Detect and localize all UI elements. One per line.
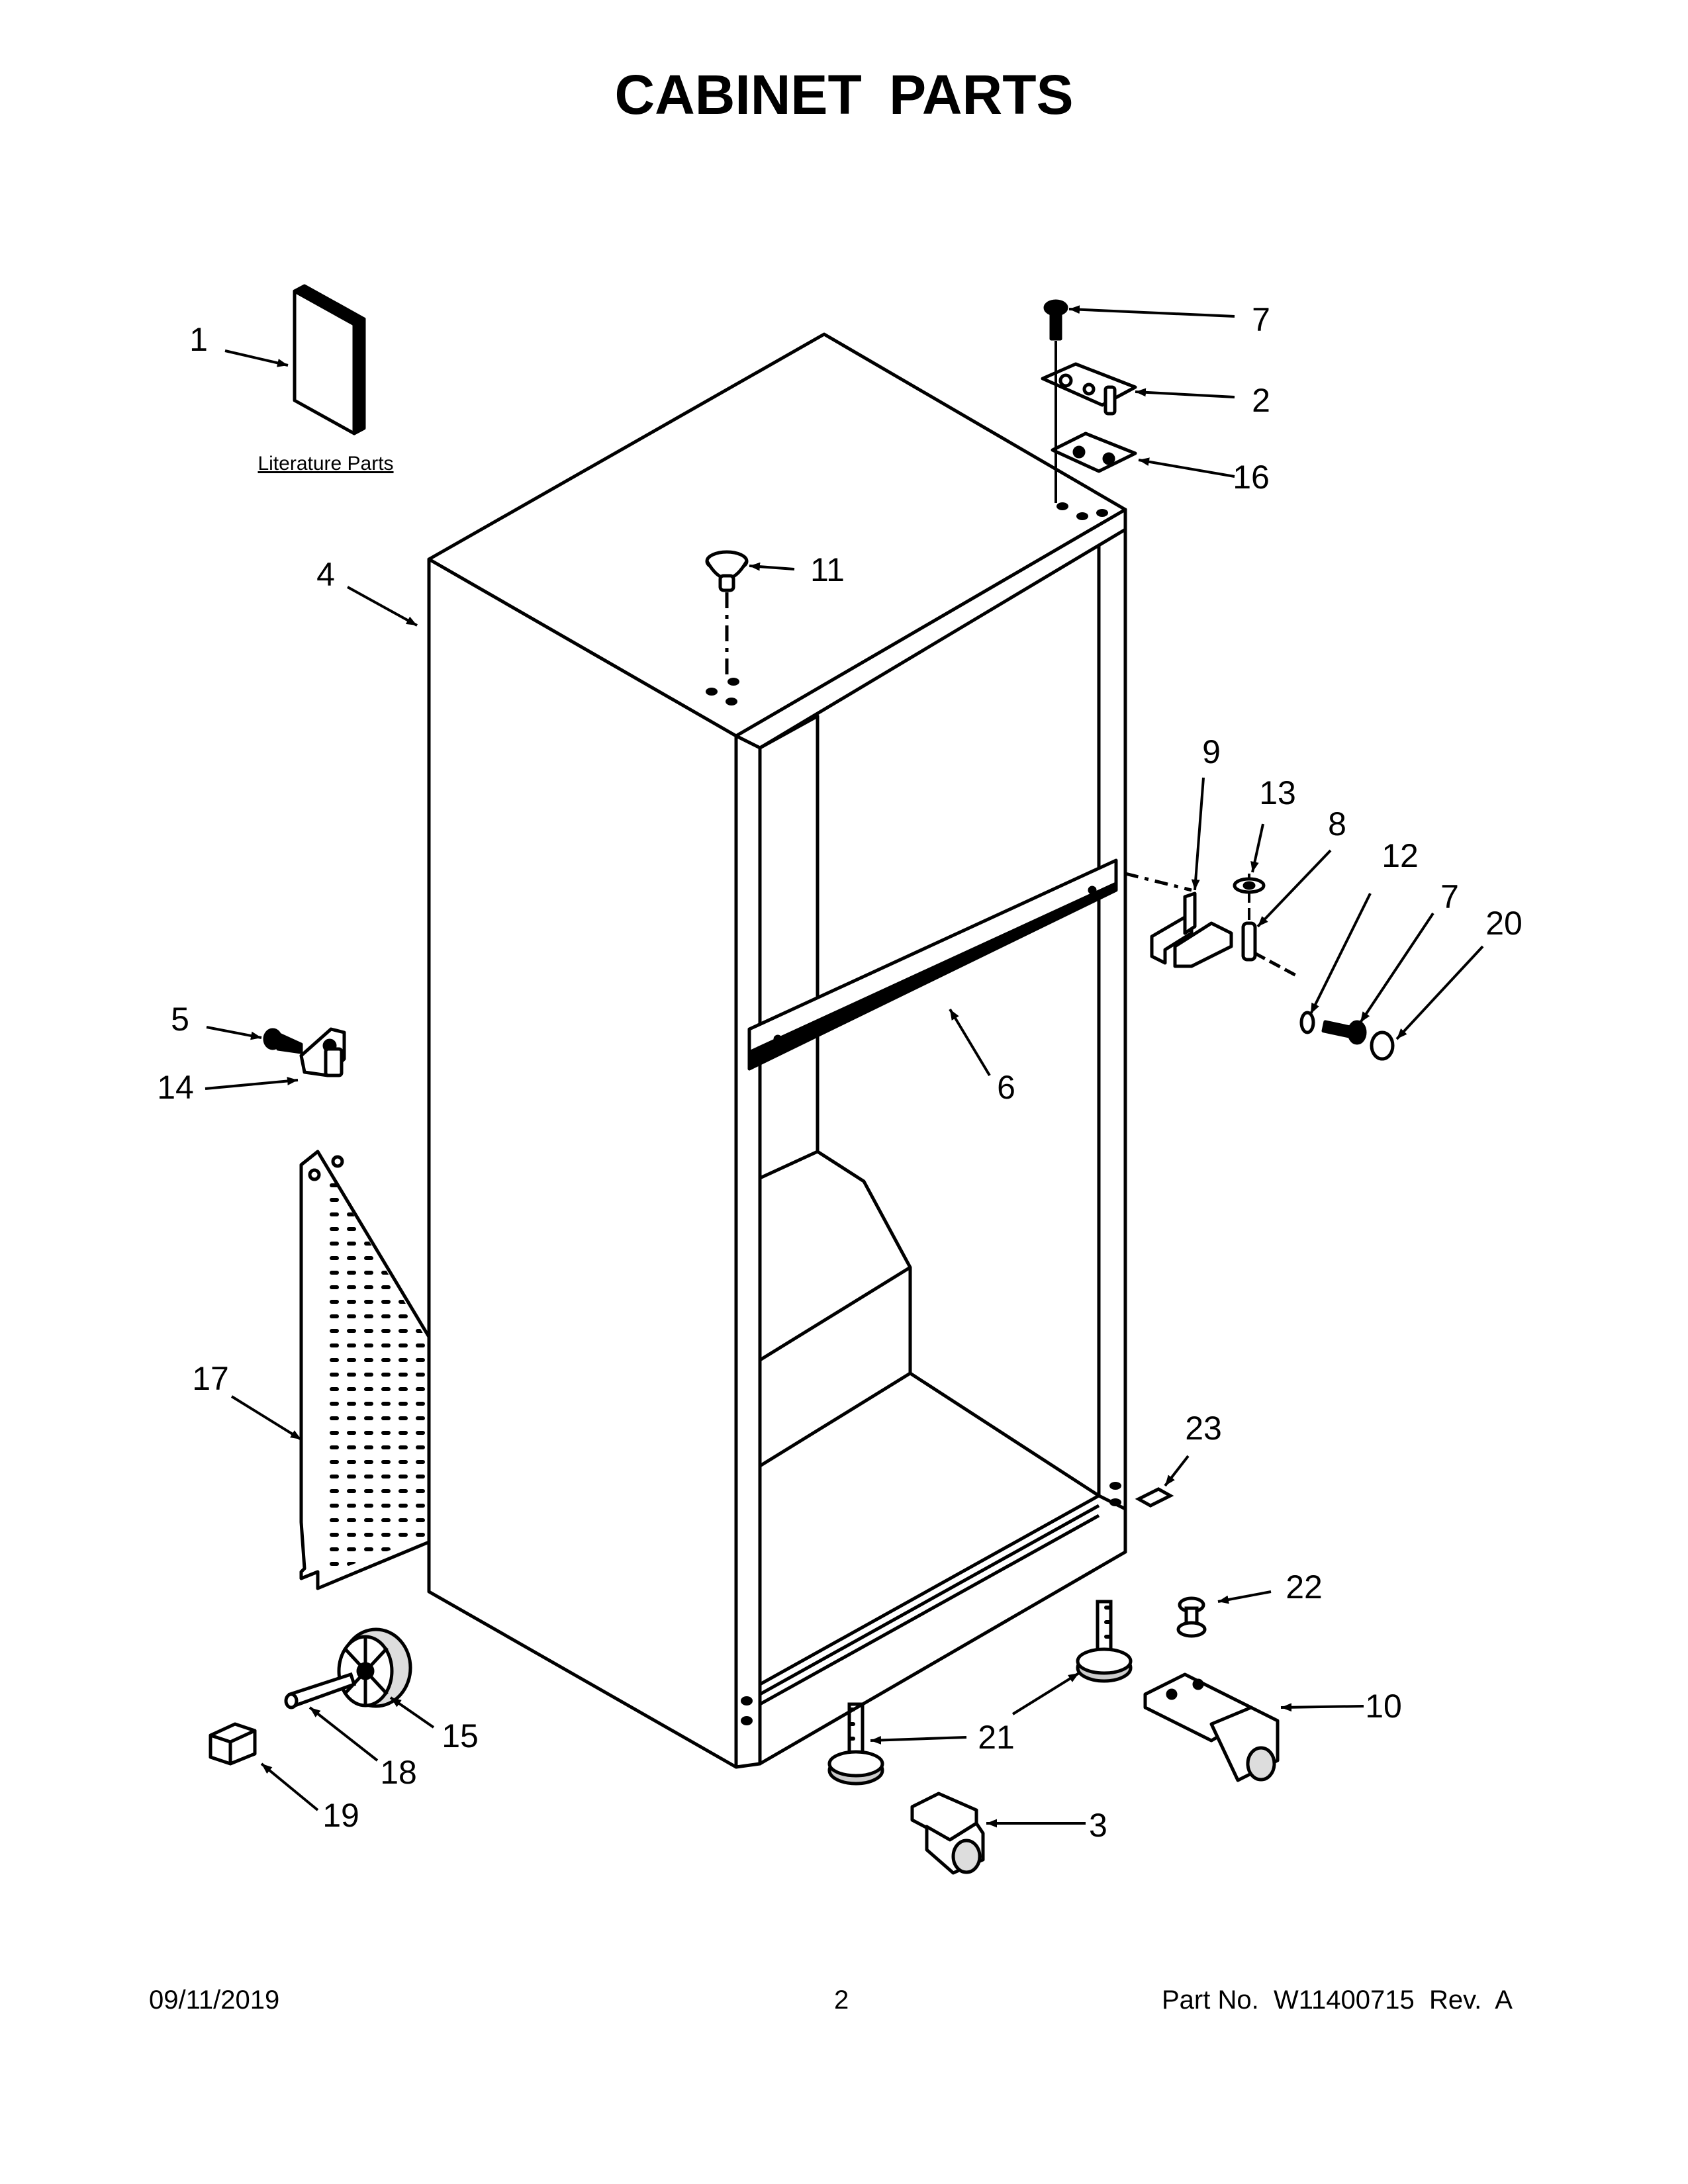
callout-15: 15 [442, 1717, 479, 1754]
callout-10: 10 [1365, 1688, 1402, 1725]
footer-rev-value: A [1495, 1985, 1513, 2015]
literature-book-part [293, 284, 366, 435]
center-rail-part [747, 858, 1118, 1071]
leveling-leg-front [827, 1702, 884, 1786]
cabinet-body [427, 332, 1127, 1769]
footer-part-number: Part No. W11400715 Rev. A [1162, 1985, 1513, 2015]
callout-14: 14 [157, 1069, 194, 1106]
callout-18: 18 [380, 1754, 417, 1791]
rear-roller-3-part [910, 1792, 985, 1875]
callout-23: 23 [1185, 1410, 1222, 1447]
top-hinge-assembly [1041, 299, 1137, 503]
footer-part-value: W11400715 [1273, 1985, 1415, 2015]
footer-part-label: Part No. [1162, 1985, 1259, 2015]
center-hinge-assembly [1125, 872, 1395, 1061]
footer-page-number: 2 [834, 1985, 849, 2015]
callout-21-front: 21 [978, 1719, 1015, 1756]
callout-7-top: 7 [1252, 301, 1270, 338]
callout-17: 17 [192, 1360, 229, 1397]
callout-20: 20 [1485, 905, 1523, 942]
callout-1: 1 [189, 321, 208, 358]
footer-date: 09/11/2019 [149, 1985, 280, 2015]
callout-8: 8 [1328, 805, 1346, 842]
top-plug-part [705, 550, 749, 675]
callout-19: 19 [322, 1797, 359, 1834]
rear-access-cover-part [299, 1150, 431, 1590]
callout-16: 16 [1233, 459, 1270, 496]
leader-arrows [205, 305, 1484, 1828]
callout-2: 2 [1252, 382, 1270, 419]
literature-parts-label: Literature Parts [258, 453, 393, 475]
callout-4: 4 [316, 556, 335, 593]
callout-9: 9 [1202, 733, 1221, 770]
cabinet-top-holes [706, 502, 1121, 1725]
wheel-cap-part [209, 1722, 257, 1766]
front-roller-part [1143, 1672, 1280, 1782]
callout-13: 13 [1259, 774, 1296, 811]
callout-11: 11 [810, 551, 845, 588]
footer-rev-label: Rev. [1429, 1985, 1482, 2015]
callout-6: 6 [997, 1069, 1015, 1106]
plate-23-part [1135, 1487, 1174, 1508]
callout-22: 22 [1286, 1569, 1323, 1606]
callout-5: 5 [171, 1001, 189, 1038]
callout-12: 12 [1382, 837, 1419, 874]
callout-7-center: 7 [1440, 878, 1459, 915]
rear-roller-part [337, 1627, 412, 1708]
axle-part [284, 1672, 357, 1709]
screw-22-part [1176, 1596, 1207, 1638]
leveling-leg-rear [1076, 1600, 1133, 1683]
left-hinge-assembly [263, 1027, 346, 1077]
compartment-interior [759, 1150, 1100, 1498]
callout-3: 3 [1089, 1807, 1107, 1844]
page-title: CABINET PARTS [614, 64, 1074, 126]
